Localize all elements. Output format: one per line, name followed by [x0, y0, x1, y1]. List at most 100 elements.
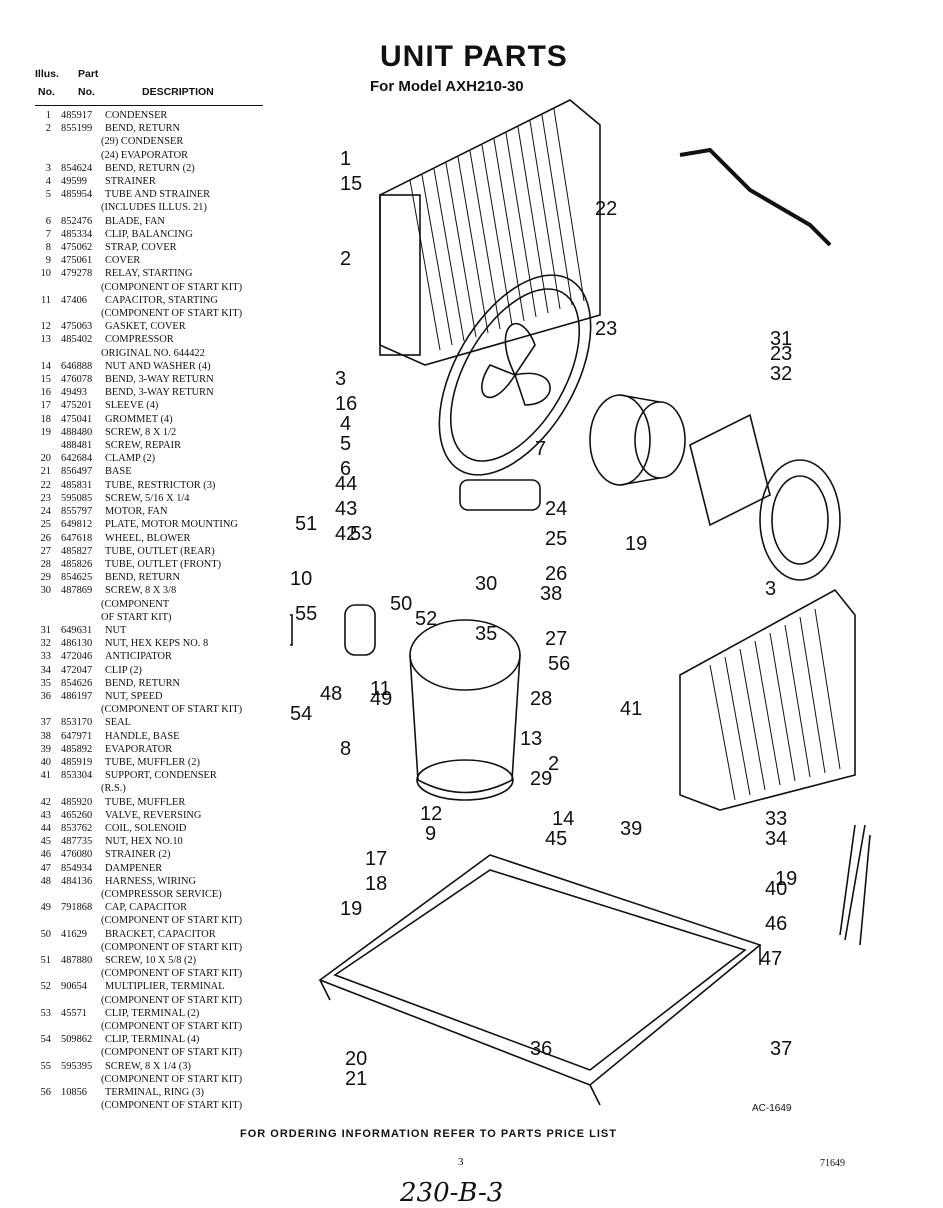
- callout-number: 14: [552, 808, 574, 830]
- callout-number: 5: [340, 433, 351, 455]
- callout-number: 22: [595, 198, 617, 220]
- part-number: 509862: [61, 1034, 93, 1046]
- callout-number: 9: [425, 823, 436, 845]
- part-number: 595395: [61, 1060, 93, 1072]
- part-description: (COMPONENT OF START KIT): [101, 994, 243, 1006]
- illus-number: 50: [40, 928, 51, 940]
- illus-number: 7: [45, 228, 51, 240]
- part-number: 485954: [61, 189, 93, 201]
- fan-blade: [438, 274, 592, 476]
- part-description: SCREW, 8 x 3/8: [105, 585, 177, 597]
- parts-list-row-continuation: (COMPONENT OF START KIT): [35, 1020, 295, 1033]
- illus-number: 1: [45, 110, 51, 121]
- part-description: CLIP, TERMINAL (4): [105, 1034, 200, 1046]
- callout-number: 51: [295, 513, 317, 535]
- part-description: TUBE, OUTLET (REAR): [105, 545, 215, 557]
- part-number: 479278: [61, 268, 93, 280]
- part-number: 472046: [61, 651, 93, 663]
- illus-number: 22: [40, 479, 51, 491]
- part-description: BLADE, FAN: [105, 215, 165, 227]
- compressor: [409, 619, 521, 801]
- parts-list-row-continuation: (COMPRESSOR SERVICE): [35, 888, 295, 901]
- part-description: TUBE, MUFFLER: [105, 796, 186, 808]
- part-number: 853170: [61, 717, 93, 729]
- part-number: 649812: [61, 519, 93, 531]
- reversing-valve: [459, 479, 541, 511]
- part-description: BRACKET, CAPACITOR: [105, 928, 216, 940]
- part-number: 486130: [61, 638, 93, 650]
- part-number: 488480: [61, 426, 93, 438]
- part-number: 855199: [61, 123, 93, 135]
- part-description: BASE: [105, 466, 132, 478]
- part-description: CAPACITOR, STARTING: [105, 294, 218, 306]
- parts-list-row-continuation: (COMPONENT OF START KIT): [35, 1099, 295, 1112]
- illus-number: 17: [40, 400, 51, 412]
- part-number: 485917: [61, 110, 93, 121]
- part-description: HANDLE, BASE: [105, 730, 180, 742]
- document-number: 71649: [820, 1158, 845, 1169]
- part-number: 854624: [61, 162, 93, 174]
- illus-number: 19: [40, 426, 51, 438]
- part-description: COIL, SOLENOID: [105, 822, 187, 834]
- callout-number: 20: [345, 1048, 367, 1070]
- parts-list-row-continuation: (COMPONENT OF START KIT): [35, 307, 295, 320]
- callout-number: 50: [390, 593, 412, 615]
- callout-number: 29: [530, 768, 552, 790]
- part-number: 49493: [61, 387, 87, 399]
- callout-number: 19: [340, 898, 362, 920]
- part-description: HARNESS, WIRING: [105, 875, 197, 887]
- illus-number: 14: [40, 360, 51, 372]
- part-number: 475041: [61, 413, 93, 425]
- callout-number: 45: [545, 828, 567, 850]
- part-description: (COMPONENT OF START KIT): [101, 941, 243, 953]
- part-description: GROMMET (4): [105, 413, 173, 425]
- part-description: EVAPORATOR: [105, 743, 173, 755]
- illus-number: 29: [40, 572, 51, 584]
- part-description: (24) EVAPORATOR: [101, 149, 189, 161]
- callout-number: 56: [548, 653, 570, 675]
- part-number: 852476: [61, 215, 93, 227]
- illus-number: 45: [40, 836, 51, 848]
- part-number: 487880: [61, 955, 93, 966]
- base-pan: [318, 854, 762, 1106]
- callout-number: 23: [595, 318, 617, 340]
- part-description: TUBE AND STRAINER: [105, 189, 211, 201]
- part-number: 853304: [61, 770, 93, 782]
- part-description: (COMPONENT OF START KIT): [101, 1073, 243, 1085]
- callout-number: 4: [340, 413, 351, 435]
- callout-number: 39: [620, 818, 642, 840]
- callout-number: 26: [545, 563, 567, 585]
- part-description: MOTOR, FAN: [105, 506, 168, 518]
- part-number: 484136: [61, 875, 93, 887]
- illus-number: 36: [40, 690, 51, 702]
- part-number: 45571: [61, 1007, 87, 1019]
- part-description: (COMPONENT OF START KIT): [101, 308, 243, 320]
- illus-number: 40: [40, 756, 51, 768]
- part-description: ANTICIPATOR: [105, 651, 172, 663]
- callout-number: 53: [350, 523, 372, 545]
- illus-number: 18: [40, 413, 51, 425]
- illus-number: 44: [40, 822, 51, 834]
- part-number: 485827: [61, 545, 93, 557]
- restrictor-tube: [679, 147, 832, 247]
- part-description: (COMPONENT OF START KIT): [101, 281, 243, 293]
- callout-number: 10: [290, 568, 312, 590]
- callout-number: 23: [770, 343, 792, 365]
- illus-number: 16: [40, 387, 51, 399]
- part-description: CLIP (2): [105, 664, 142, 676]
- parts-list-row-continuation: (24) EVAPORATOR: [35, 149, 295, 162]
- part-number: 854934: [61, 862, 93, 874]
